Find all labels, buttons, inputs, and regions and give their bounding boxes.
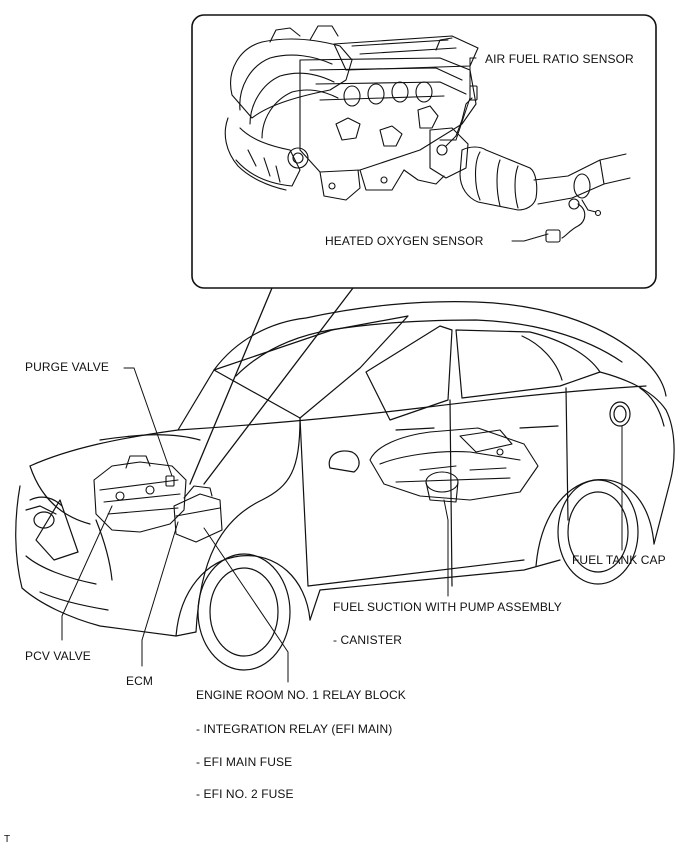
label-integration-relay: - INTEGRATION RELAY (EFI MAIN) [196, 722, 393, 736]
ecm-leader [141, 521, 179, 667]
exhaust-system-closeup [429, 85, 631, 243]
inset-frame [191, 14, 657, 289]
label-engine-room-no1-relay-block: ENGINE ROOM NO. 1 RELAY BLOCK [196, 688, 406, 702]
label-heated-oxygen-sensor: HEATED OXYGEN SENSOR [325, 234, 484, 248]
ecm-part [173, 493, 223, 543]
engine-closeup [224, 25, 479, 201]
engine-bay-components [93, 455, 223, 543]
detail-inset [189, 14, 657, 485]
label-efi-main-fuse: - EFI MAIN FUSE [196, 755, 293, 769]
leader-lines [61, 367, 623, 683]
purge-valve-leader [123, 367, 173, 477]
fuel-pump-leader [443, 499, 449, 597]
label-purge-valve: PURGE VALVE [25, 360, 110, 374]
label-canister: - CANISTER [333, 633, 403, 647]
label-ecm: ECM [126, 674, 153, 688]
pcv-valve-leader [61, 505, 113, 641]
fuel-system [369, 427, 539, 503]
relay-block-leader [203, 527, 289, 683]
heated-oxygen-sensor-part [545, 198, 602, 243]
vehicle-body [15, 301, 675, 671]
label-air-fuel-ratio-sensor: AIR FUEL RATIO SENSOR [485, 52, 634, 66]
corner-mark: T [4, 834, 11, 845]
label-fuel-tank-cap: FUEL TANK CAP [572, 553, 666, 567]
label-pcv-valve: PCV VALVE [25, 649, 91, 663]
inset-leader-lines [455, 57, 549, 242]
label-fuel-suction-with-pump-assembly: FUEL SUCTION WITH PUMP ASSEMBLY [333, 600, 562, 614]
label-efi-no2-fuse: - EFI NO. 2 FUSE [196, 787, 294, 801]
inset-pointer-lines [189, 287, 354, 485]
